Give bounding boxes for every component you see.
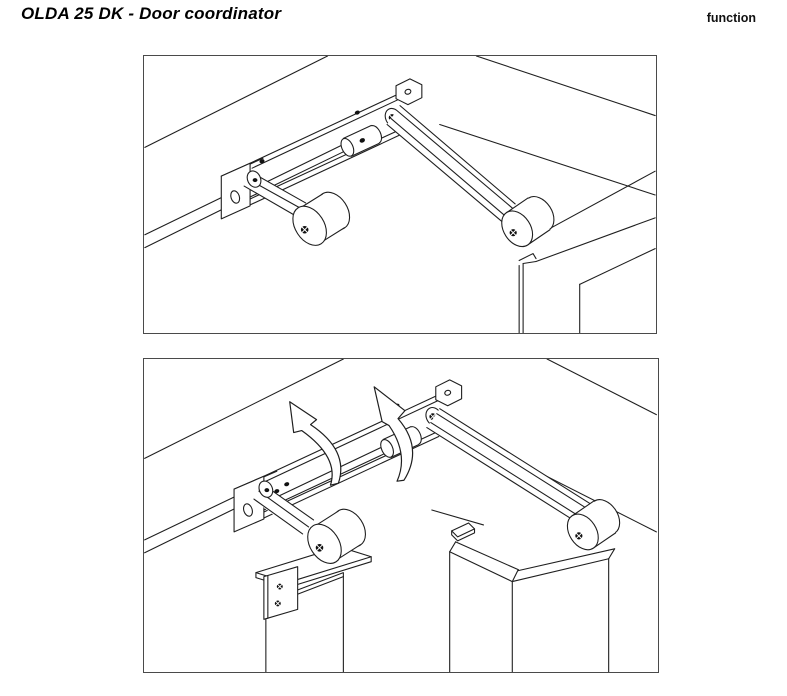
page-title: OLDA 25 DK - Door coordinator <box>21 4 282 23</box>
doors-closed-drawing <box>144 56 656 333</box>
right-arm-roller <box>426 408 621 551</box>
rotation-arrows <box>289 386 414 486</box>
right-rotation-arrow <box>373 386 414 482</box>
left-arm-roller <box>253 480 366 564</box>
function-label: function <box>706 11 756 25</box>
doors-open-drawing <box>144 359 657 672</box>
left-arm-roller <box>243 170 351 246</box>
left-rotation-arrow <box>289 401 342 486</box>
right-door-open <box>431 509 616 672</box>
left-end-block <box>220 157 264 220</box>
right-door-closed <box>518 170 656 333</box>
ceiling-lines <box>144 56 656 249</box>
coordinator-rail <box>263 379 463 519</box>
left-end-block <box>233 470 278 533</box>
right-arm-roller <box>386 105 555 248</box>
figure-doors-closed <box>143 55 657 334</box>
figure-doors-open <box>143 358 659 673</box>
